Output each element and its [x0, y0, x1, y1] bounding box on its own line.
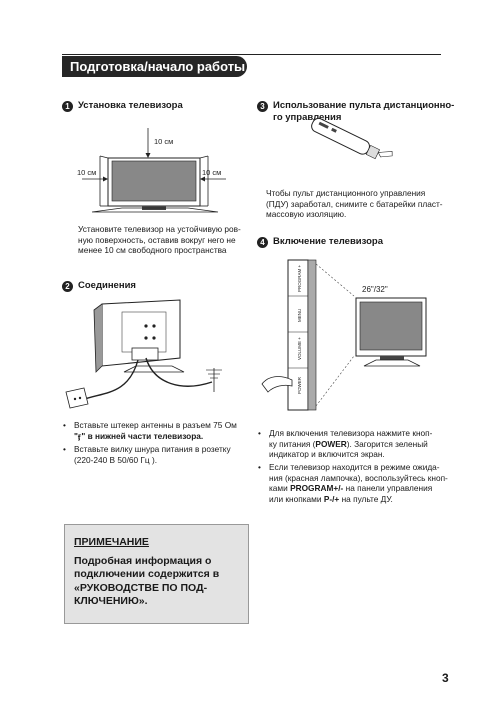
- dim-top-arrow: [145, 153, 151, 158]
- remote-control-illustration: [311, 117, 393, 160]
- dim-right-label: 10 см: [202, 168, 221, 177]
- panel-label-program: PROGRAM +: [297, 264, 302, 292]
- section-4-bullet-1-line: ку питания (POWER). Загорится зеленый: [269, 438, 428, 449]
- section-4-bullet-1: Для включения телевизора нажмите кноп- к…: [257, 428, 432, 460]
- note-line: Подробная информация о: [74, 555, 212, 567]
- section-2-bullet-1-line: Вставьте штекер антенны в разъем 75 Ом: [74, 420, 237, 430]
- section-4-bullet-2-line: ками PROGRAM+/- на панели управления: [269, 483, 433, 494]
- wall-socket-icon: [65, 387, 89, 409]
- section-1-title: Установка телевизора: [78, 100, 183, 111]
- dim-right-arrow: [200, 176, 205, 182]
- section-3-text-line: Чтобы пульт дистанционного управления: [266, 188, 426, 198]
- header-rule: [62, 54, 441, 55]
- section-2-title: Соединения: [78, 280, 136, 291]
- dim-left-label: 10 см: [77, 168, 96, 177]
- section-1-text: Установите телевизор на устойчивую ров- …: [78, 224, 241, 256]
- section-2-bullet-2-line: Вставьте вилку шнура питания в розетку: [74, 444, 231, 454]
- section-1-text-line: ную поверхность, оставив вокруг него не: [78, 234, 236, 245]
- tv-front-small: [355, 297, 427, 367]
- section-4-bullet-1-line: Для включения телевизора нажмите кноп-: [269, 428, 433, 438]
- panel-label-volume: VOLUME +: [297, 337, 302, 360]
- note-text: Подробная информация о подключении содер…: [74, 555, 239, 609]
- side-control-panel: PROGRAM + MENU VOLUME + POWER: [287, 259, 317, 411]
- antenna-cable: [145, 357, 213, 387]
- zoom-guide-top: [315, 263, 355, 297]
- section-4-heading: 4 Включение телевизора: [257, 236, 383, 248]
- tv-placement-illustration: 10 см 10 см 10 см: [77, 128, 226, 213]
- note-line: подключении содержится в: [74, 568, 220, 581]
- section-4-bullet-2-line: Если телевизор находится в режиме ожида-: [269, 462, 440, 472]
- section-2-heading: 2 Соединения: [62, 280, 136, 292]
- section-3-text-line: массовую изоляцию.: [266, 209, 347, 220]
- note-box: ПРИМЕЧАНИЕ Подробная информация о подклю…: [64, 524, 249, 624]
- panel-label-menu: MENU: [297, 309, 302, 322]
- section-1-heading: 1 Установка телевизора: [62, 100, 183, 112]
- panel-label-power: POWER: [297, 376, 302, 394]
- dim-top-label: 10 см: [154, 137, 173, 146]
- section-4-bullet-2-line: ния (красная лампочка), воспользуйтесь к…: [269, 472, 448, 483]
- tv-size-label: 26"/32": [362, 285, 388, 294]
- section-3-text-line: (ПДУ) заработал, снимите с батарейки пла…: [266, 198, 443, 209]
- section-2-number: 2: [62, 281, 73, 292]
- section-3-heading: 3 Использование пульта дистанционно- го у…: [257, 100, 454, 124]
- note-heading: ПРИМЕЧАНИЕ: [74, 536, 149, 548]
- section-1-text-line: менее 10 см свободного пространства: [78, 245, 227, 256]
- section-3-text: Чтобы пульт дистанционного управления (П…: [266, 188, 443, 220]
- section-2-bullet-2: Вставьте вилку шнура питания в розетку (…: [62, 444, 231, 465]
- section-4-number: 4: [257, 237, 268, 248]
- page-number: 3: [442, 671, 449, 685]
- section-2-bullet-2-line: (220-240 В 50/60 Гц ).: [74, 454, 158, 465]
- section-4-bullet-2-line: или кнопками P-/+ на пульте ДУ.: [269, 493, 393, 504]
- power-on-illustration: PROGRAM + MENU VOLUME + POWER 26"/32": [261, 259, 427, 411]
- section-4-bullet-2: Если телевизор находится в режиме ожида-…: [257, 462, 448, 504]
- section-3-title-line-2: го управления: [273, 112, 342, 123]
- note-line: КЛЮЧЕНИЮ».: [74, 595, 148, 608]
- section-4-bullet-1-line: индикатор и включится экран.: [269, 449, 385, 460]
- tv-back: [93, 299, 185, 373]
- note-line: «РУКОВОДСТВЕ ПО ПОД-: [74, 581, 208, 594]
- zoom-guide-bottom: [315, 355, 355, 407]
- connections-illustration: [65, 299, 222, 409]
- section-1-number: 1: [62, 101, 73, 112]
- dim-left-arrow: [103, 176, 108, 182]
- section-2-bullet-1-line: "ӻ" в нижней части телевизора.: [74, 430, 204, 441]
- section-3-number: 3: [257, 101, 268, 112]
- section-1-text-line: Установите телевизор на устойчивую ров-: [78, 224, 241, 234]
- tv-front: [91, 155, 219, 213]
- power-cable: [81, 359, 139, 401]
- section-4-title: Включение телевизора: [273, 236, 384, 247]
- page-title: Подготовка/начало работы: [62, 56, 247, 77]
- antenna-icon: [206, 368, 222, 392]
- section-3-title-line-1: Использование пульта дистанционно-: [273, 100, 455, 111]
- section-2-bullet-1: Вставьте штекер антенны в разъем 75 Ом "…: [62, 420, 237, 441]
- hand-pressing-icon: [261, 376, 293, 393]
